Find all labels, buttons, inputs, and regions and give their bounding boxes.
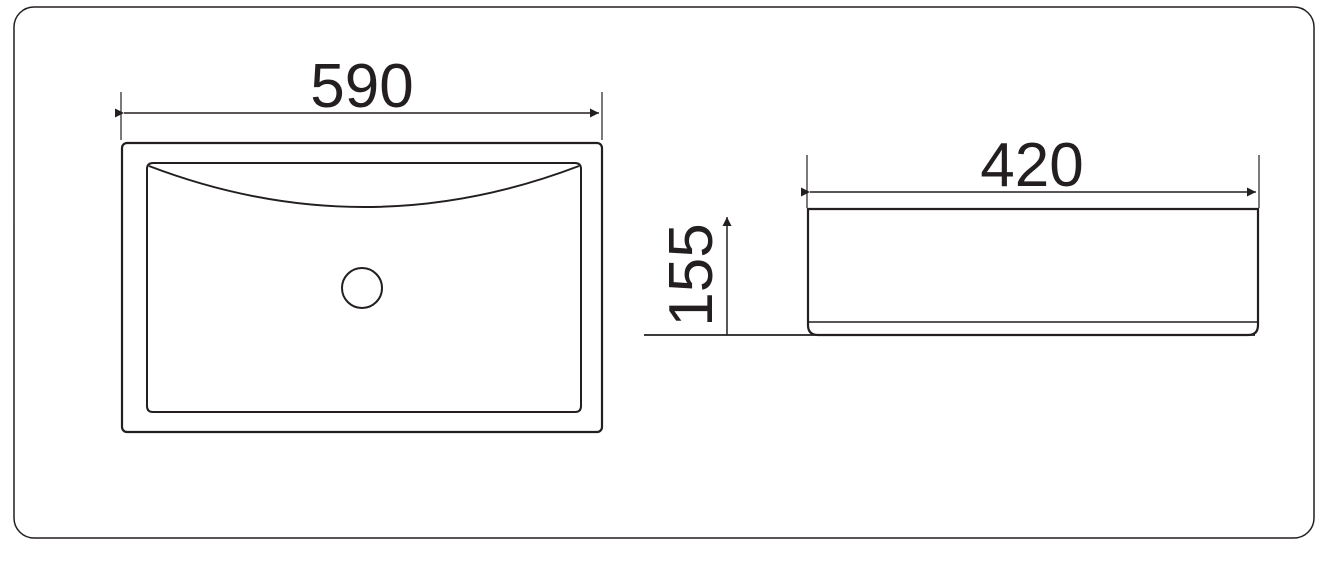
drain-hole [341,267,383,309]
basin-curved-edge [148,165,580,208]
depth-dimension-label: 420 [980,131,1083,200]
basin-side-profile [806,207,1260,337]
top-view: 590 [115,52,604,434]
basin-outer-rim [120,141,604,434]
basin-inner-bowl [146,162,582,413]
side-view: 155 420 [644,131,1260,337]
width-dimension-label: 590 [310,52,413,121]
drawing-frame [13,6,1315,539]
height-dimension-label: 155 [657,223,726,326]
